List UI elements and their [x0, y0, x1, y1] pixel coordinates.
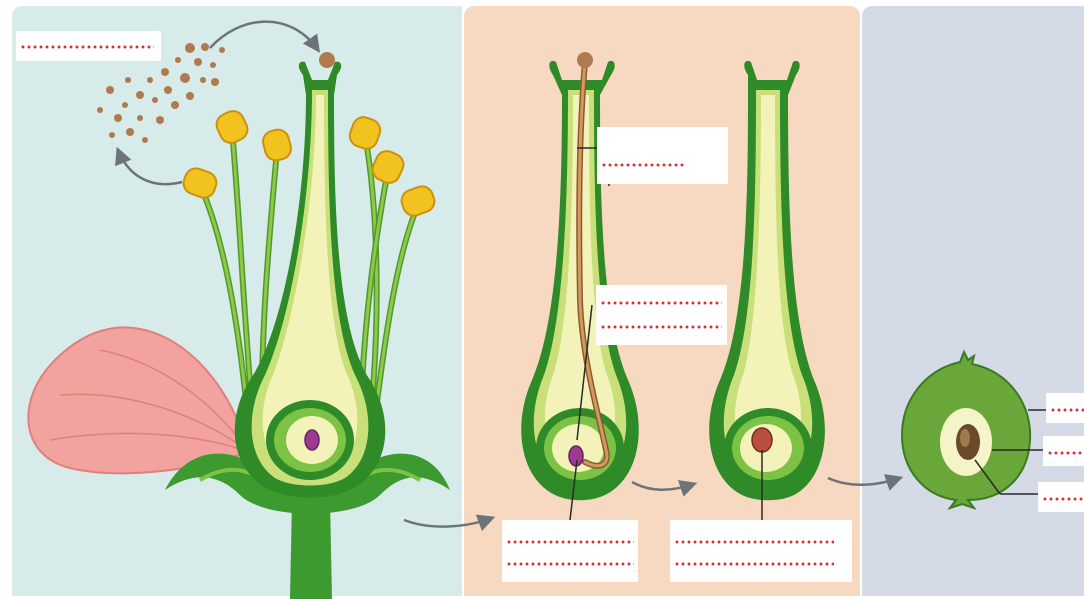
egg-cell	[305, 430, 319, 450]
pistil-with-pollen-tube	[521, 52, 639, 500]
petal	[28, 327, 248, 473]
blank-line	[20, 45, 154, 49]
pollen-tube-blank[interactable]	[597, 127, 728, 184]
arrow-to-fruit	[828, 478, 900, 485]
flower-stalk	[290, 500, 332, 599]
blank-line	[506, 540, 634, 544]
arrow-to-fertilisation	[404, 518, 492, 527]
blank-line	[1047, 451, 1084, 455]
blank-line	[1042, 497, 1084, 501]
blank-line	[600, 301, 722, 305]
arrow-from-anther	[118, 150, 182, 184]
blank-line	[674, 562, 834, 566]
blank-line	[1050, 408, 1084, 412]
seed-blank[interactable]	[1043, 436, 1084, 466]
zygote-blank[interactable]	[670, 520, 852, 582]
blank-line	[600, 325, 722, 329]
blank-line	[674, 540, 834, 544]
blank-line	[506, 562, 634, 566]
arrow-to-stigma	[210, 22, 318, 50]
embryo-blank[interactable]	[1038, 482, 1084, 512]
blank-line	[601, 163, 685, 167]
fruit-wall-blank[interactable]	[1046, 393, 1084, 423]
zygote	[752, 428, 772, 452]
male-gamete-blank[interactable]	[596, 285, 727, 345]
fruit	[902, 352, 1030, 508]
pollen-on-stigma	[319, 52, 335, 68]
fertilisation-blank[interactable]	[502, 520, 638, 582]
arrow-to-zygote	[632, 482, 694, 490]
pollen-grains-blank[interactable]	[16, 31, 161, 61]
